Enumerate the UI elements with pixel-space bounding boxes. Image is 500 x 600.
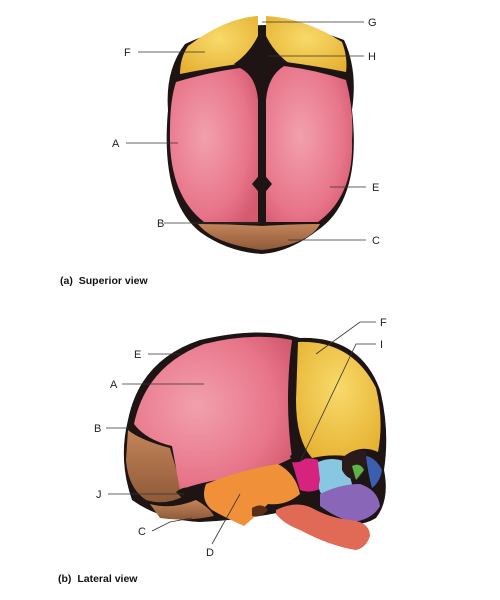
lacrimal-bone-lateral [352,464,364,480]
lateral-caption-text: Lateral view [77,573,138,585]
lateral-label-C: C [138,526,146,538]
superior-view-illustration [166,16,354,254]
lateral-label-E: E [134,349,141,361]
lateral-label-I: I [380,339,383,351]
lateral-leaders [106,321,376,545]
occipital-bone-superior [198,224,320,250]
parietal-bone-right [266,66,353,222]
parietal-bone-left [169,68,258,222]
parietal-bone-lateral [134,336,292,490]
lateral-view-illustration [123,332,387,550]
superior-label-C: C [372,235,380,247]
lateral-label-A: A [110,379,118,391]
superior-caption-tag: (a) [60,275,73,287]
frontal-bone-left [180,16,258,74]
lateral-label-B: B [94,423,101,435]
superior-caption-text: Superior view [79,275,149,287]
lateral-caption-tag: (b) [58,573,71,585]
superior-label-G: G [368,17,377,29]
superior-label-H: H [368,51,376,63]
frontal-bone-right [266,16,347,72]
temporal-bone-lateral [204,464,300,526]
mandible-lateral [276,504,370,550]
superior-leaders [126,21,366,241]
superior-label-A: A [112,138,120,150]
posterior-fontanel [252,172,272,196]
external-acoustic-meatus [252,505,268,517]
maxilla-lateral [320,484,380,522]
superior-label-E: E [372,182,379,194]
lateral-label-D: D [206,547,214,559]
frontal-bone-lateral [296,341,381,458]
occipital-bone-lateral [126,430,184,503]
anterior-fontanel [234,26,290,84]
occipital-lower-lateral [150,500,214,520]
sphenoid-bone-lateral [292,458,322,492]
superior-label-F: F [124,47,131,59]
lateral-caption: (b) Lateral view [58,573,138,585]
nasal-bone-lateral [366,456,382,488]
lateral-label-F: F [380,317,387,329]
superior-label-B: B [157,218,164,230]
lateral-label-J: J [96,489,102,501]
superior-caption: (a) Superior view [60,275,148,287]
mastoid-fontanel [176,487,198,500]
